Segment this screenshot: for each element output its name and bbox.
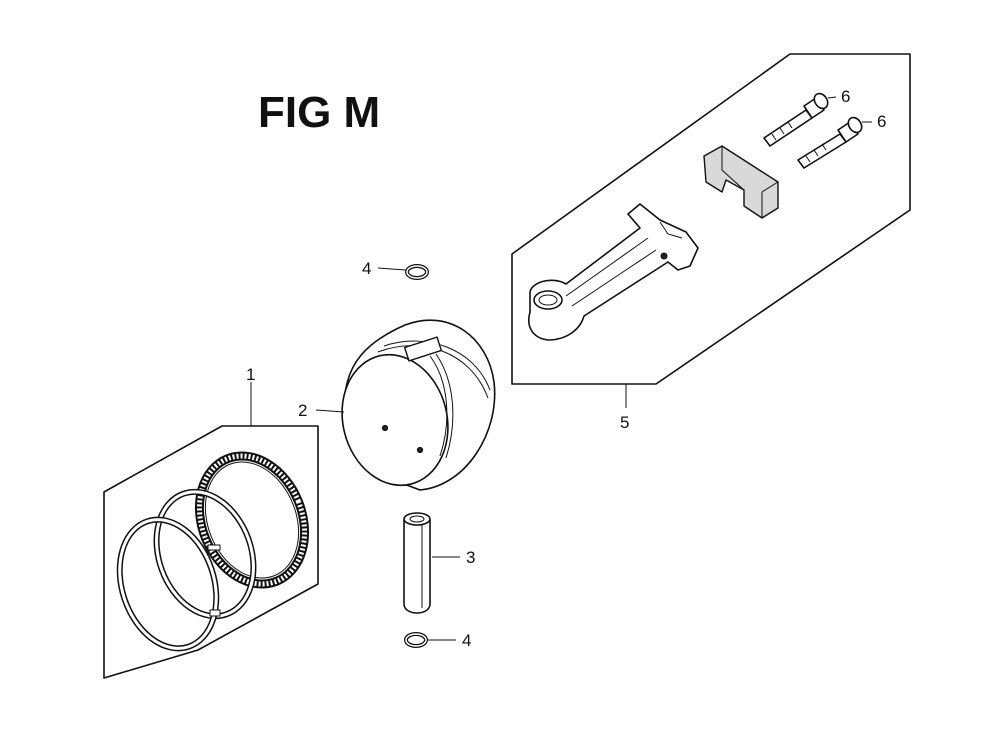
piston-leader: [315, 409, 345, 413]
piston: [341, 319, 496, 491]
callout-4-lower: 4: [462, 631, 471, 650]
conrod-frame: [511, 53, 911, 385]
figure-title: FIG M: [258, 88, 380, 137]
rod-bolt-lower: [797, 116, 863, 169]
connecting-rod: [528, 203, 699, 341]
clip-upper-leader: [377, 267, 407, 271]
pin-clip-lower: [404, 632, 428, 648]
callout-6-lower: 6: [877, 112, 886, 131]
bolt-upper-leader: [827, 96, 837, 99]
oil-ring: [194, 451, 310, 589]
callout-6-upper: 6: [841, 87, 850, 106]
connecting-rod-cap: [703, 145, 779, 219]
callout-3: 3: [466, 548, 475, 567]
ring-set-frame: [103, 425, 319, 679]
second-ring: [153, 488, 257, 620]
callout-5: 5: [620, 413, 629, 432]
pin-clip-upper: [405, 264, 429, 280]
top-ring: [116, 516, 221, 652]
callout-4-upper: 4: [362, 259, 371, 278]
callout-1: 1: [246, 365, 255, 384]
piston-pin: [403, 512, 431, 614]
callout-2: 2: [298, 401, 307, 420]
connecting-rod-assembly: [511, 53, 911, 408]
rod-bolt-upper: [763, 92, 829, 147]
piston-ring-set: [103, 382, 319, 679]
